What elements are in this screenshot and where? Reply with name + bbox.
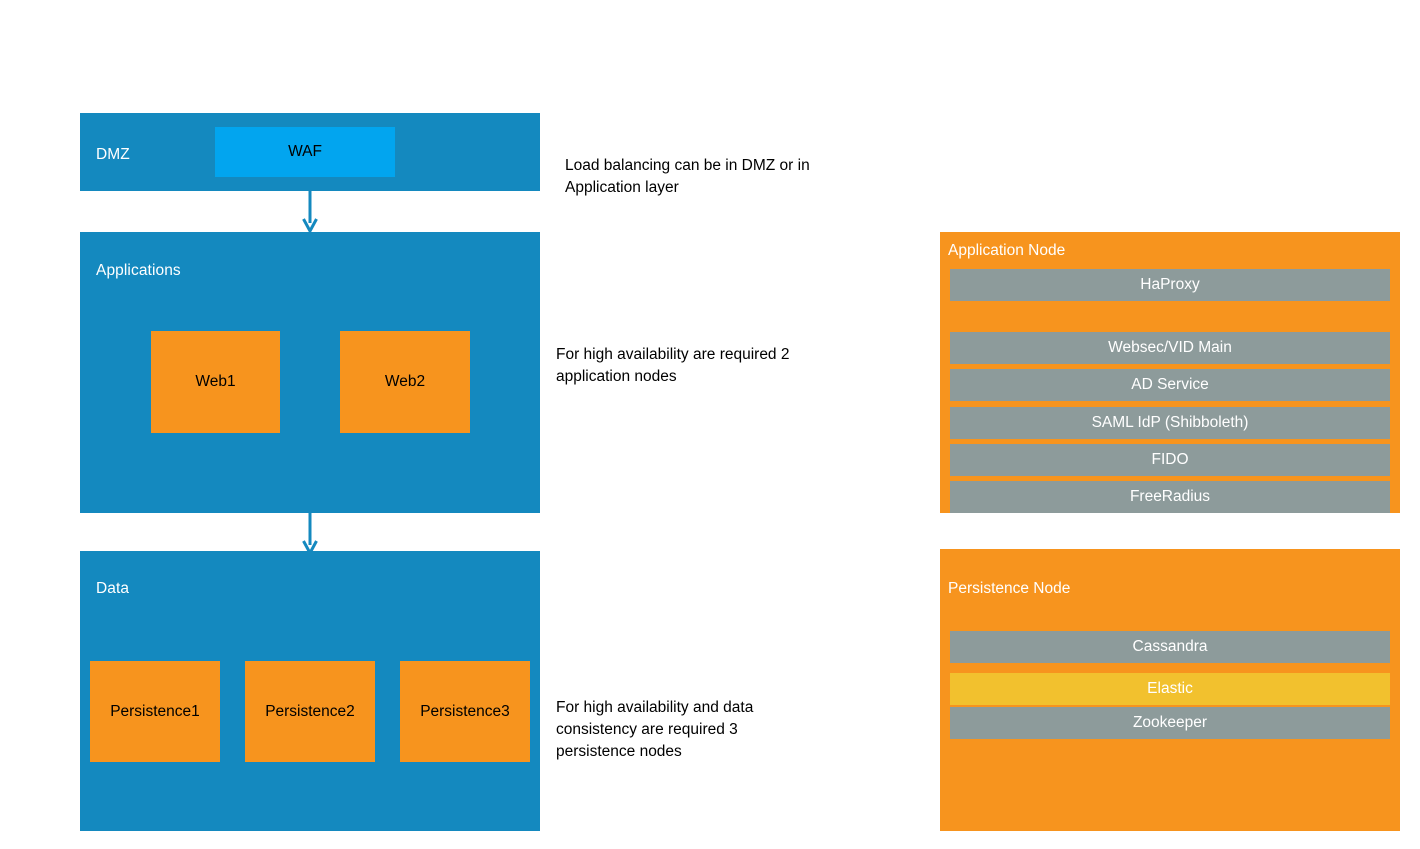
service-websec-vid-main[interactable]: Websec/VID Main [950, 332, 1390, 364]
zone-applications-title: Applications [96, 262, 181, 279]
box-persistence1[interactable]: Persistence1 [90, 661, 220, 762]
service-ad-service[interactable]: AD Service [950, 369, 1390, 401]
service-cassandra-label: Cassandra [1132, 638, 1208, 655]
service-saml-idp-shibboleth[interactable]: SAML IdP (Shibboleth) [950, 407, 1390, 439]
zone-applications[interactable]: Applications Web1 Web2 [80, 232, 540, 513]
panel-application-node[interactable]: Application Node HaProxy Websec/VID Main… [940, 232, 1400, 513]
connector-dmz-to-applications [300, 191, 320, 232]
box-web1[interactable]: Web1 [151, 331, 280, 433]
service-freeradius-label: FreeRadius [1129, 488, 1211, 505]
zone-data-title: Data [96, 580, 130, 597]
note-applications: For high availability are required 2 app… [556, 346, 790, 385]
box-web1-label: Web1 [195, 373, 236, 390]
box-persistence2[interactable]: Persistence2 [245, 661, 375, 762]
service-haproxy[interactable]: HaProxy [950, 269, 1390, 301]
box-waf-label: WAF [288, 143, 322, 160]
box-waf[interactable]: WAF [215, 127, 395, 177]
service-saml-idp-shibboleth-label: SAML IdP (Shibboleth) [1091, 414, 1249, 431]
box-persistence3[interactable]: Persistence3 [400, 661, 530, 762]
service-freeradius[interactable]: FreeRadius [950, 481, 1390, 513]
service-elastic[interactable]: Elastic [950, 673, 1390, 705]
panel-persistence-node-title: Persistence Node [948, 580, 1071, 597]
box-web2[interactable]: Web2 [340, 331, 470, 433]
service-zookeeper[interactable]: Zookeeper [950, 707, 1390, 739]
box-persistence3-label: Persistence3 [420, 702, 510, 720]
zone-dmz[interactable]: DMZ WAF [80, 113, 540, 191]
panel-persistence-node[interactable]: Persistence Node Cassandra Elastic Zooke… [940, 549, 1400, 831]
service-cassandra[interactable]: Cassandra [950, 631, 1390, 663]
service-elastic-label: Elastic [1147, 680, 1193, 697]
zone-dmz-title: DMZ [96, 146, 130, 163]
service-ad-service-label: AD Service [1131, 376, 1209, 393]
box-web2-label: Web2 [384, 373, 426, 390]
service-haproxy-label: HaProxy [1140, 276, 1200, 293]
box-persistence2-label: Persistence2 [265, 702, 355, 720]
box-persistence1-label: Persistence1 [110, 702, 200, 720]
panel-application-node-title: Application Node [948, 242, 1066, 259]
service-zookeeper-label: Zookeeper [1132, 714, 1208, 731]
note-data: For high availability and data consisten… [556, 699, 754, 760]
service-fido[interactable]: FIDO [950, 444, 1390, 476]
service-websec-vid-main-label: Websec/VID Main [1108, 339, 1232, 356]
connector-applications-to-data [300, 513, 320, 554]
service-fido-label: FIDO [1151, 451, 1189, 468]
note-dmz: Load balancing can be in DMZ or in Appli… [565, 157, 810, 196]
zone-data[interactable]: Data Persistence1 Persistence2 Persisten… [80, 551, 540, 831]
